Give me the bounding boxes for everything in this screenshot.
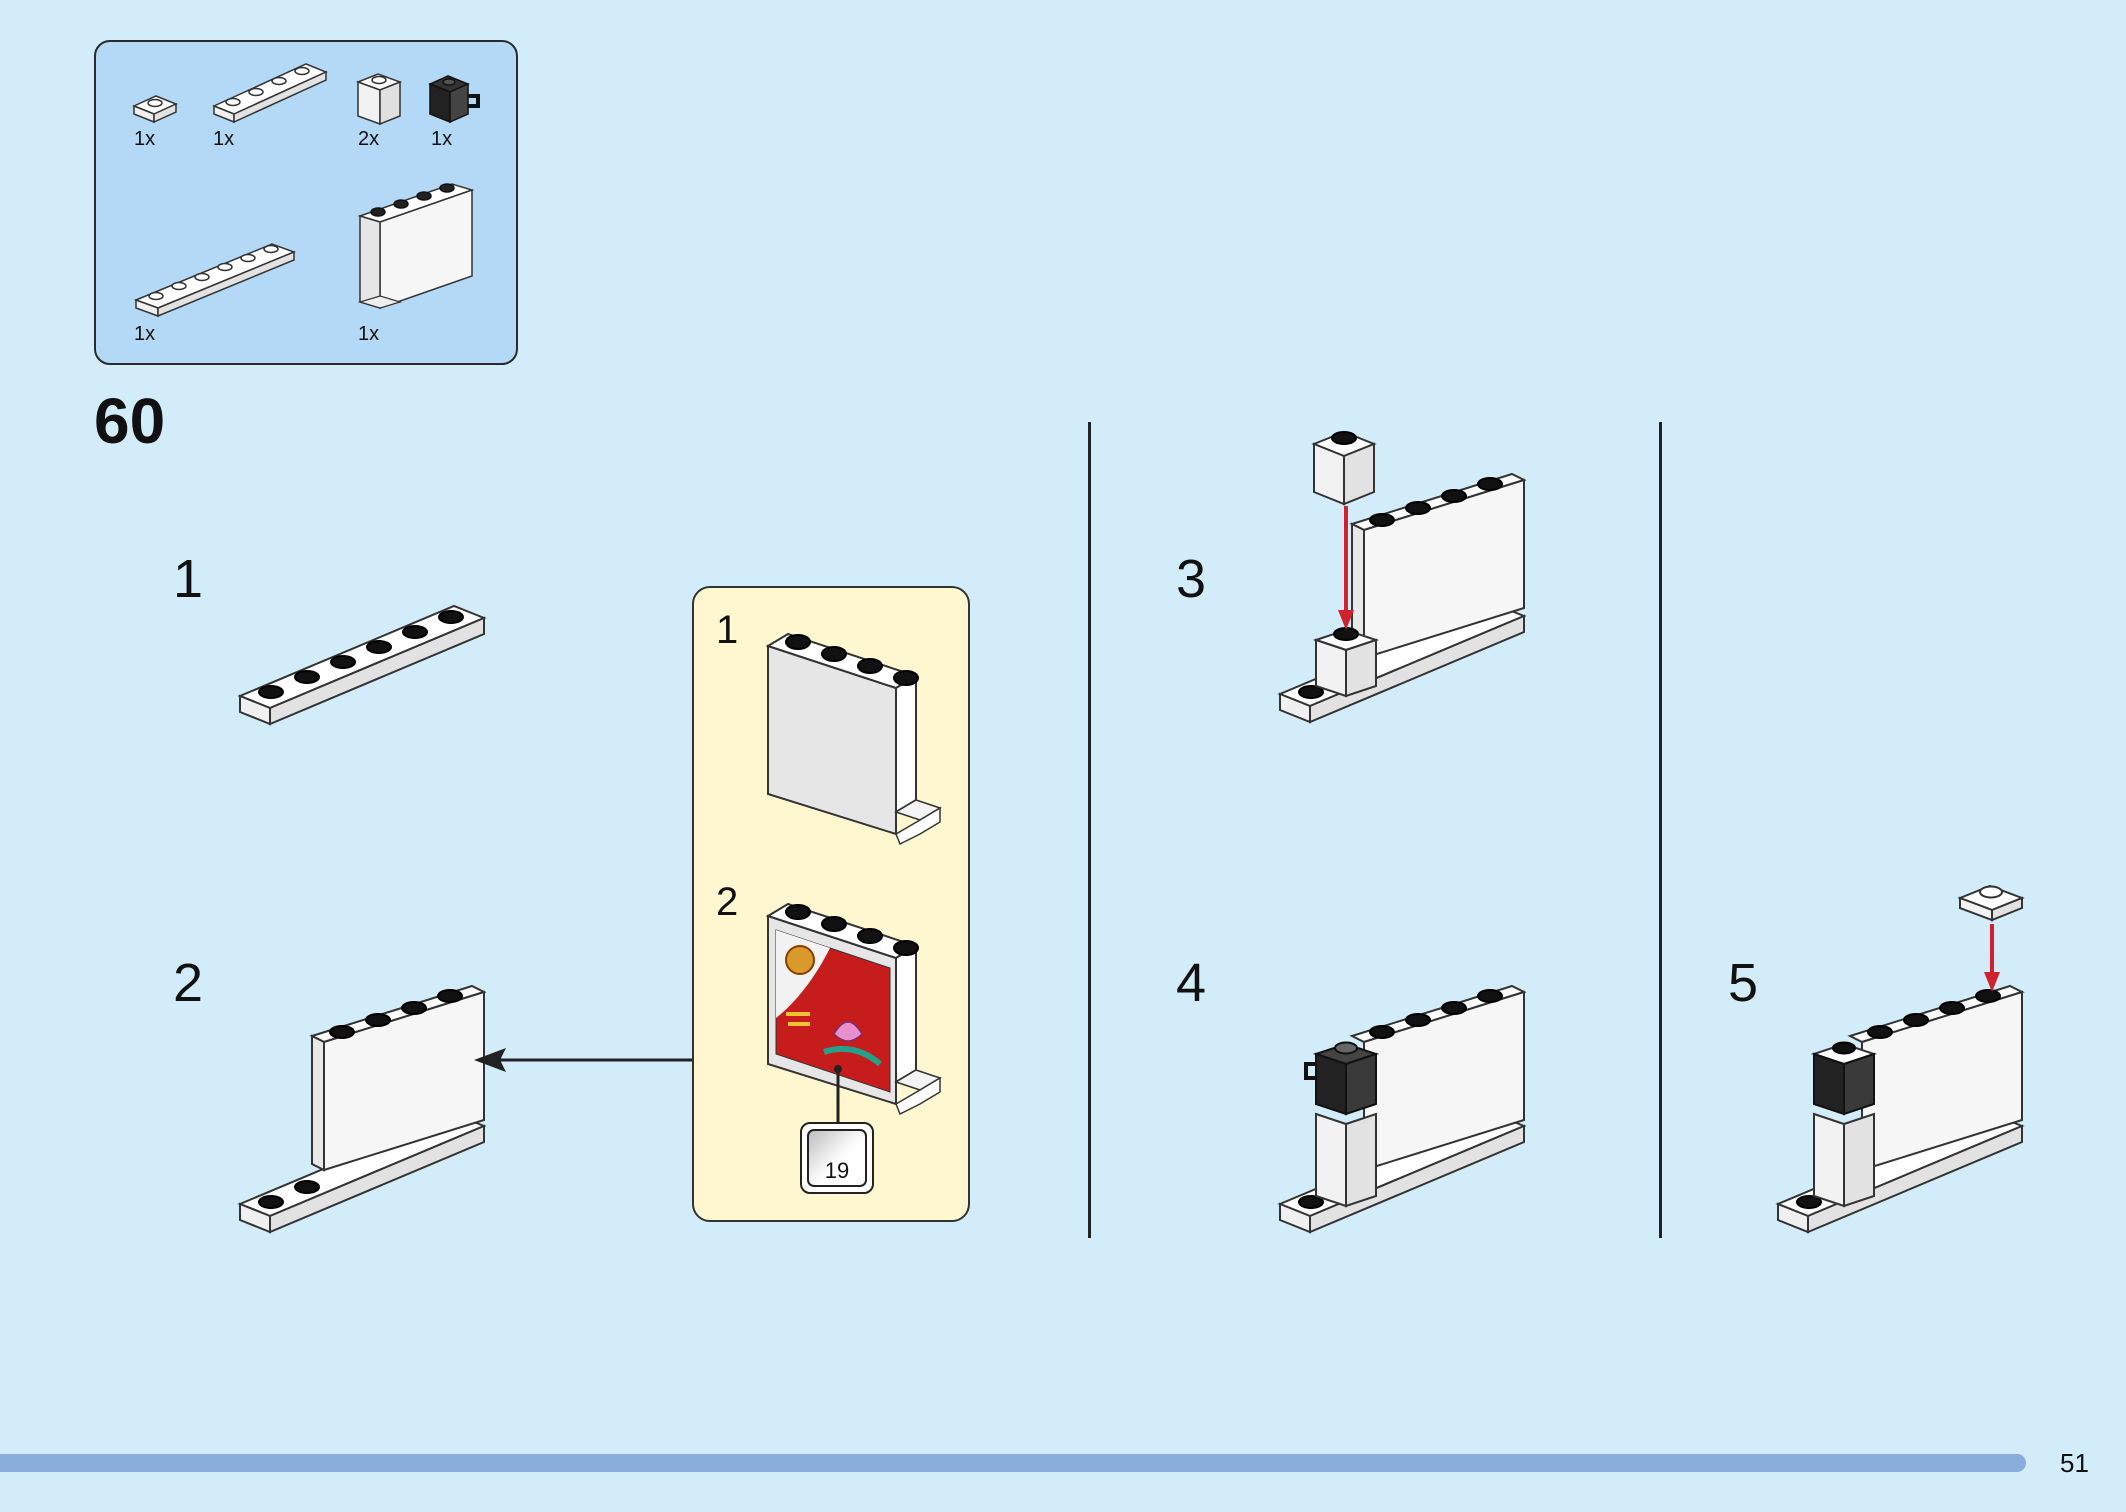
brick-1x1-clip-black-icon	[428, 75, 480, 124]
step-3-assembly	[1277, 430, 1527, 724]
step-4-assembly	[1277, 984, 1527, 1234]
step-4-number: 4	[1176, 953, 1207, 1013]
qty-brick-clip: 1x	[431, 128, 453, 150]
sub-step-2-decorated-panel	[765, 902, 942, 1116]
column-divider-1	[1088, 422, 1091, 1238]
qty-brick-1x1: 2x	[358, 128, 380, 150]
plate-1x6-icon	[133, 243, 297, 318]
sub-step-2-number: 2	[716, 880, 739, 924]
step-2-number: 2	[173, 953, 204, 1013]
step-1-number: 1	[173, 549, 204, 609]
qty-panel: 1x	[358, 323, 380, 345]
page-progress-bar	[0, 1454, 2026, 1472]
step-2-assembly	[237, 984, 487, 1234]
qty-plate-1x1: 1x	[134, 128, 156, 150]
page-number: 51	[2060, 1448, 2089, 1478]
step-5-assembly	[1775, 884, 2025, 1234]
brick-1x1-icon	[355, 73, 403, 126]
sub-assembly-arrow	[474, 1048, 692, 1072]
column-divider-2	[1659, 422, 1662, 1238]
step-3-number: 3	[1176, 549, 1207, 609]
panel-1x4x3-icon	[357, 183, 475, 310]
step-5-number: 5	[1728, 953, 1759, 1013]
sub-step-1-number: 1	[716, 608, 739, 652]
sticker-number: 19	[824, 1158, 850, 1183]
plate-1x4-icon	[212, 63, 328, 124]
sticker-callout: 19	[800, 1122, 874, 1194]
main-step-number: 60	[94, 385, 166, 457]
plate-1x1-icon	[132, 95, 178, 124]
qty-plate-1x6: 1x	[134, 323, 156, 345]
step-1-plate-1x6	[237, 604, 487, 726]
qty-plate-1x4: 1x	[213, 128, 235, 150]
sub-step-1-panel	[765, 632, 942, 846]
sticker-leader-line	[834, 1065, 842, 1126]
